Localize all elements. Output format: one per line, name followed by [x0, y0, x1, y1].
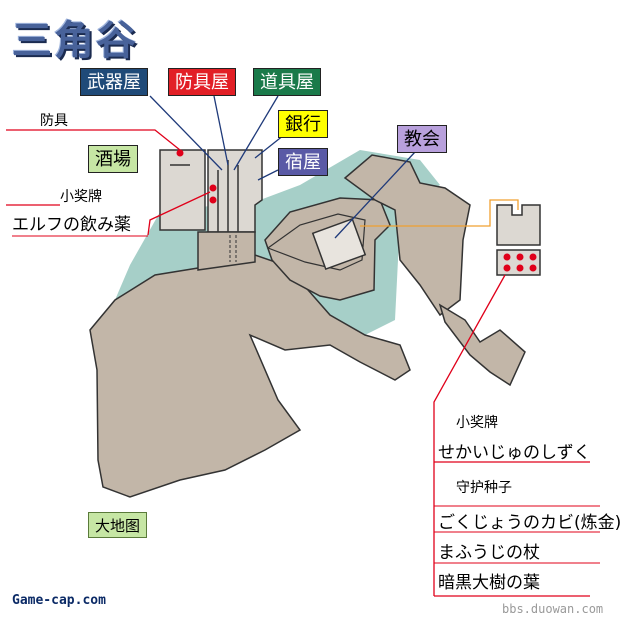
land-west [89, 253, 411, 498]
left-medal-label: 小奖牌 [60, 189, 102, 205]
weapon-shop-label: 武器屋 [80, 68, 148, 96]
right-medal-label: 小奖牌 [456, 415, 498, 431]
chest-markers [176, 149, 537, 272]
road-southeast [438, 303, 526, 387]
bank-label: 銀行 [278, 110, 328, 138]
church-building [311, 218, 367, 270]
right-medal-item: せかいじゅのしずく [438, 443, 591, 463]
watermark-right: bbs.duowan.com [502, 602, 604, 616]
world-map-label: 大地图 [88, 512, 148, 538]
watermark-left: Game-cap.com [12, 593, 106, 608]
item-shop-label: 道具屋 [253, 68, 321, 96]
land-northeast [343, 154, 471, 317]
church-label: 教会 [397, 125, 447, 153]
seed-item-3: 暗黒大樹の葉 [438, 573, 540, 593]
left-medal-item: エルフの飲み薬 [12, 215, 131, 235]
seed-item-2: まふうじの杖 [438, 543, 540, 563]
page-title: 三角谷 [12, 18, 138, 64]
pointer-lines [6, 95, 590, 597]
inn-label: 宿屋 [278, 148, 328, 176]
armor-label: 防具 [40, 113, 68, 129]
secret-room-upper [496, 204, 541, 246]
seed-label: 守护种子 [456, 480, 512, 496]
armor-shop-label: 防具屋 [168, 68, 236, 96]
seed-item-1: ごくじょうのカビ(炼金) [438, 513, 622, 533]
bar-label: 酒場 [88, 145, 138, 173]
town-block [159, 149, 206, 231]
